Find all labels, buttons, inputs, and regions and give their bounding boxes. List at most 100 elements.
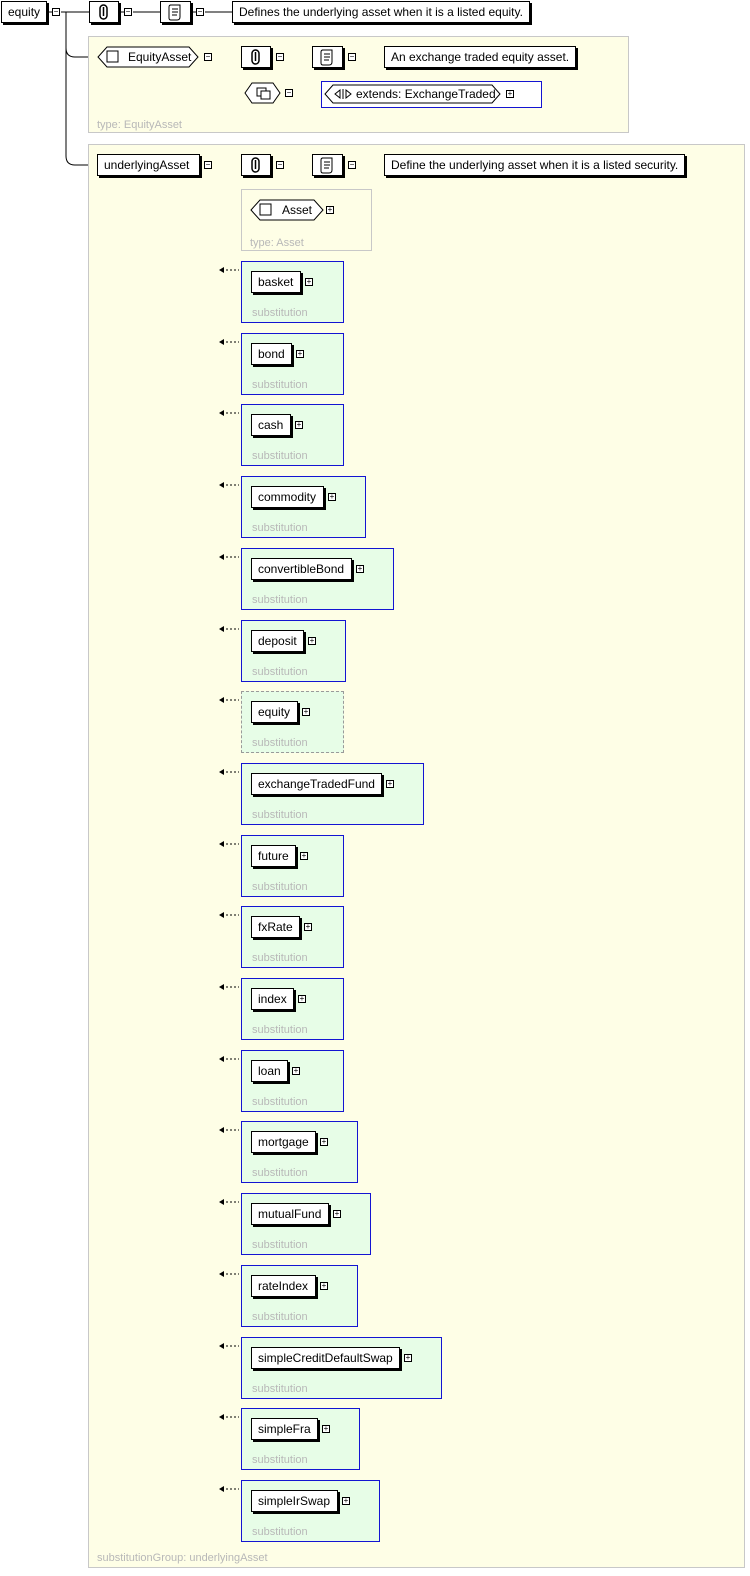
substitution-box-commodity: commodity + substitution: [241, 476, 366, 538]
substitution-element-basket[interactable]: basket: [251, 271, 301, 293]
substitution-element-simpleCreditDefaultSwap[interactable]: simpleCreditDefaultSwap: [251, 1347, 400, 1369]
expand-plus-icon[interactable]: +: [296, 349, 304, 358]
substitution-element-cash[interactable]: cash: [251, 414, 291, 436]
substitution-label: substitution: [252, 1383, 308, 1395]
expand-plus-icon[interactable]: +: [333, 1209, 341, 1218]
documentation-scroll-icon[interactable]: [312, 154, 343, 176]
arrowhead-icon: [219, 1199, 224, 1205]
choice-icon: [243, 82, 281, 104]
collapse-minus-icon[interactable]: −: [124, 7, 132, 16]
substitution-box-mutualFund: mutualFund+substitution: [241, 1193, 371, 1255]
collapse-minus-icon[interactable]: −: [348, 160, 356, 169]
documentation-scroll-icon[interactable]: [312, 46, 343, 68]
equity-asset-complex-type[interactable]: EquityAsset: [97, 46, 200, 68]
expand-plus-icon[interactable]: +: [326, 205, 334, 214]
substitution-element-simpleFra[interactable]: simpleFra: [251, 1418, 318, 1440]
substitution-element-mortgage[interactable]: mortgage: [251, 1131, 316, 1153]
root-element-equity[interactable]: equity: [1, 1, 47, 23]
expand-plus-icon[interactable]: +: [320, 1281, 328, 1290]
substitution-label: substitution: [252, 1167, 308, 1179]
expand-plus-icon[interactable]: +: [292, 1066, 300, 1075]
substitution-box-cash: cash+substitution: [241, 404, 344, 466]
asset-type-label: type: Asset: [250, 237, 304, 249]
substitution-element-equity[interactable]: equity: [251, 701, 298, 723]
expand-plus-icon[interactable]: +: [300, 851, 308, 860]
collapse-minus-icon[interactable]: −: [52, 7, 60, 16]
collapse-minus-icon[interactable]: −: [276, 52, 284, 61]
substitution-element-rateIndex[interactable]: rateIndex: [251, 1275, 316, 1297]
substitution-label: substitution: [252, 1024, 308, 1036]
collapse-minus-icon[interactable]: −: [196, 7, 204, 16]
substitution-box-basket: basket+substitution: [241, 261, 344, 323]
expand-plus-icon[interactable]: +: [386, 779, 394, 788]
extends-exchange-traded[interactable]: extends: ExchangeTraded +: [321, 81, 542, 108]
substitution-element-commodity[interactable]: commodity: [251, 486, 324, 508]
expand-plus-icon[interactable]: +: [298, 994, 306, 1003]
arrowhead-icon: [219, 1271, 224, 1277]
substitution-element-fxRate[interactable]: fxRate: [251, 916, 300, 938]
expand-plus-icon[interactable]: +: [404, 1353, 412, 1362]
expand-plus-icon[interactable]: +: [295, 420, 303, 429]
expand-plus-icon[interactable]: +: [342, 1496, 350, 1505]
expand-plus-icon[interactable]: +: [506, 89, 514, 98]
substitution-element-mutualFund[interactable]: mutualFund: [251, 1203, 329, 1225]
arrowhead-icon: [219, 482, 224, 488]
expand-plus-icon[interactable]: +: [356, 564, 364, 573]
underlying-asset-element[interactable]: underlyingAsset: [97, 154, 200, 176]
expand-plus-icon[interactable]: +: [320, 1137, 328, 1146]
substitution-label: substitution: [252, 666, 308, 678]
arrowhead-icon: [219, 339, 224, 345]
substitution-element-bond[interactable]: bond: [251, 343, 292, 365]
substitution-label: substitution: [252, 1311, 308, 1323]
expand-plus-icon[interactable]: +: [322, 1424, 330, 1433]
collapse-minus-icon[interactable]: −: [276, 160, 284, 169]
asset-complex-type[interactable]: Asset: [250, 199, 325, 221]
substitution-box-loan: loan+substitution: [241, 1050, 344, 1112]
substitution-box-fxRate: fxRate+substitution: [241, 906, 344, 968]
substitution-label: substitution: [252, 737, 308, 749]
arrowhead-icon: [219, 912, 224, 918]
documentation-scroll-icon[interactable]: [160, 1, 191, 23]
substitution-box-exchangeTradedFund: exchangeTradedFund + substitution: [241, 763, 424, 825]
substitution-element-exchangeTradedFund[interactable]: exchangeTradedFund: [251, 773, 382, 795]
expand-plus-icon[interactable]: +: [328, 492, 336, 501]
arrowhead-icon: [219, 626, 224, 632]
substitution-box-convertibleBond: convertibleBond+substitution: [241, 548, 394, 610]
substitution-box-simpleIrSwap: simpleIrSwap + substitution: [241, 1480, 380, 1542]
substitution-label: substitution: [252, 379, 308, 391]
substitution-box-equity: equity + substitution: [241, 691, 344, 753]
arrowhead-icon: [219, 984, 224, 990]
substitution-box-simpleCreditDefaultSwap: simpleCreditDefaultSwap + substitution: [241, 1337, 442, 1399]
substitution-element-simpleIrSwap[interactable]: simpleIrSwap: [251, 1490, 338, 1512]
substitution-box-bond: bond + substitution: [241, 333, 344, 395]
collapse-minus-icon[interactable]: −: [348, 52, 356, 61]
sequence-icon: [241, 154, 271, 176]
substitution-label: substitution: [252, 809, 308, 821]
expand-plus-icon[interactable]: +: [305, 277, 313, 286]
substitution-box-mortgage: mortgage + substitution: [241, 1121, 358, 1183]
substitution-element-loan[interactable]: loan: [251, 1060, 288, 1082]
substitution-box-index: index + substitution: [241, 978, 344, 1040]
substitution-box-future: future+substitution: [241, 835, 344, 897]
expand-plus-icon[interactable]: +: [308, 636, 316, 645]
substitution-element-future[interactable]: future: [251, 845, 296, 867]
substitution-element-convertibleBond[interactable]: convertibleBond: [251, 558, 352, 580]
collapse-minus-icon[interactable]: −: [285, 88, 293, 97]
extension-arrows-icon-label: extends: ExchangeTraded: [356, 87, 496, 101]
arrowhead-icon: [219, 841, 224, 847]
expand-plus-icon[interactable]: +: [304, 922, 312, 931]
substitution-box-deposit: deposit + substitution: [241, 620, 346, 682]
equity-asset-name: EquityAsset: [128, 50, 192, 64]
arrowhead-icon: [219, 554, 224, 560]
collapse-minus-icon[interactable]: −: [204, 52, 212, 61]
substitution-box-simpleFra: simpleFra+substitution: [241, 1408, 360, 1470]
collapse-minus-icon[interactable]: −: [204, 160, 212, 169]
asset-name: Asset: [282, 203, 313, 217]
substitution-label: substitution: [252, 522, 308, 534]
substitution-element-index[interactable]: index: [251, 988, 294, 1010]
substitution-element-deposit[interactable]: deposit: [251, 630, 304, 652]
arrowhead-icon: [219, 769, 224, 775]
expand-plus-icon[interactable]: +: [302, 707, 310, 716]
substitution-label: substitution: [252, 1526, 308, 1538]
